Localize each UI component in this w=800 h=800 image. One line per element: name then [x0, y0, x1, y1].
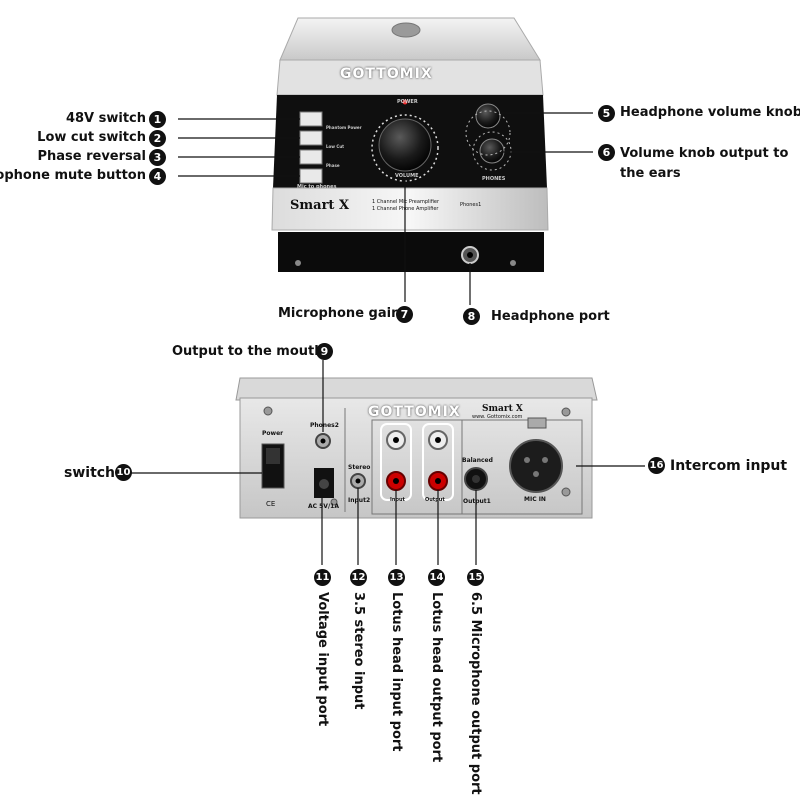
- rear-dc-label: AC 5V/1A: [308, 503, 339, 510]
- rear-input2-label: Input2: [348, 497, 371, 504]
- rear-output1-label: Output1: [463, 498, 491, 505]
- rear-website: www. Gottomix.com: [472, 414, 523, 420]
- front-phones1-label: Phones1: [460, 202, 482, 208]
- front-model-band: [271, 187, 549, 231]
- front-brand-logo: GOTTOMIX: [340, 66, 433, 82]
- callout-label-6: Volume knob output to: [620, 146, 789, 161]
- callout-label-12: 3.5 stereo input: [351, 592, 366, 710]
- callout-badge-15: 15: [467, 569, 484, 586]
- callout-label-10: switch: [64, 465, 116, 481]
- callout-badge-7: 7: [396, 306, 413, 323]
- rear-power-label: Power: [262, 430, 284, 437]
- top-screw-hole: [391, 22, 421, 38]
- callout-label-16: Intercom input: [670, 458, 788, 474]
- front-lowcut-label: Low Cut: [326, 144, 345, 149]
- callout-badge-4: 4: [149, 168, 166, 185]
- rear-ce-label: CE: [266, 500, 276, 508]
- rear-model-name: Smart X: [482, 404, 523, 414]
- volume-out-knob: [479, 138, 505, 164]
- callout-badge-13: 13: [388, 569, 405, 586]
- rear-output-label: Output: [425, 497, 445, 503]
- front-desc-line1: 1 Channel Mic Preamplifier: [372, 199, 440, 205]
- headphone-volume-knob: [475, 103, 501, 129]
- leader-lines: [130, 112, 645, 565]
- callout-badge-8: 8: [463, 308, 480, 325]
- callout-label-5: Headphone volume knob: [620, 105, 800, 120]
- callout-badge-9: 9: [316, 343, 333, 360]
- front-unit: [271, 17, 549, 272]
- front-power-label: POWER: [397, 99, 418, 105]
- front-phantom-label: Phantom Power: [326, 125, 362, 130]
- rear-stereo-label: Stereo: [348, 464, 371, 471]
- callout-badge-10: 10: [115, 464, 132, 481]
- callout-badge-3: 3: [149, 149, 166, 166]
- front-phase-label: Phase: [326, 163, 340, 168]
- callout-label-11: Voltage input port: [315, 592, 330, 727]
- callout-label-14: Lotus head output port: [429, 592, 444, 763]
- rear-balanced-label: Balanced: [462, 457, 493, 464]
- front-volume-label: VOLUME: [395, 173, 419, 179]
- front-phones-label: PHONES: [482, 176, 506, 182]
- front-bottom-face: [278, 232, 544, 272]
- callout-badge-16: 16: [648, 457, 665, 474]
- callout-label-8: Headphone port: [491, 309, 610, 324]
- callout-label-1: 48V switch: [65, 111, 146, 126]
- callout-badge-5: 5: [598, 105, 615, 122]
- callout-label-7: Microphone gain: [278, 306, 401, 321]
- callout-label-13: Lotus head input port: [389, 592, 404, 752]
- rear-input-label: Input: [390, 497, 405, 503]
- rear-xlr-mic-in: [509, 439, 563, 493]
- rear-unit: [235, 377, 598, 519]
- front-model-name: Smart X: [290, 198, 350, 213]
- rear-brand-logo: GOTTOMIX: [368, 404, 461, 420]
- callout-label-3: Phase reversal: [37, 149, 146, 164]
- callout-badge-14: 14: [428, 569, 445, 586]
- callout-label-9: Output to the mouth: [172, 344, 324, 359]
- callout-label-15: 6.5 Microphone output port: [468, 592, 483, 795]
- front-desc-line2: 1 Channel Phone Amplifier: [372, 206, 439, 212]
- callout-badge-12: 12: [350, 569, 367, 586]
- callout-badge-2: 2: [149, 130, 166, 147]
- callout-label-2: Low cut switch: [37, 130, 146, 145]
- callout-label-6-cont: the ears: [620, 166, 681, 181]
- rear-mic-in-label: MIC IN: [524, 496, 546, 503]
- front-mic-to-phones: Mic to phones: [297, 184, 337, 190]
- callout-badge-1: 1: [149, 111, 166, 128]
- callout-label-4: icrophone mute button: [0, 168, 146, 183]
- gain-knob: [378, 118, 432, 172]
- callout-badge-6: 6: [598, 144, 615, 161]
- rear-top-lip: [235, 377, 598, 401]
- callout-badge-11: 11: [314, 569, 331, 586]
- front-switch-stack: [299, 111, 323, 184]
- rear-phones2-label: Phones2: [310, 422, 339, 429]
